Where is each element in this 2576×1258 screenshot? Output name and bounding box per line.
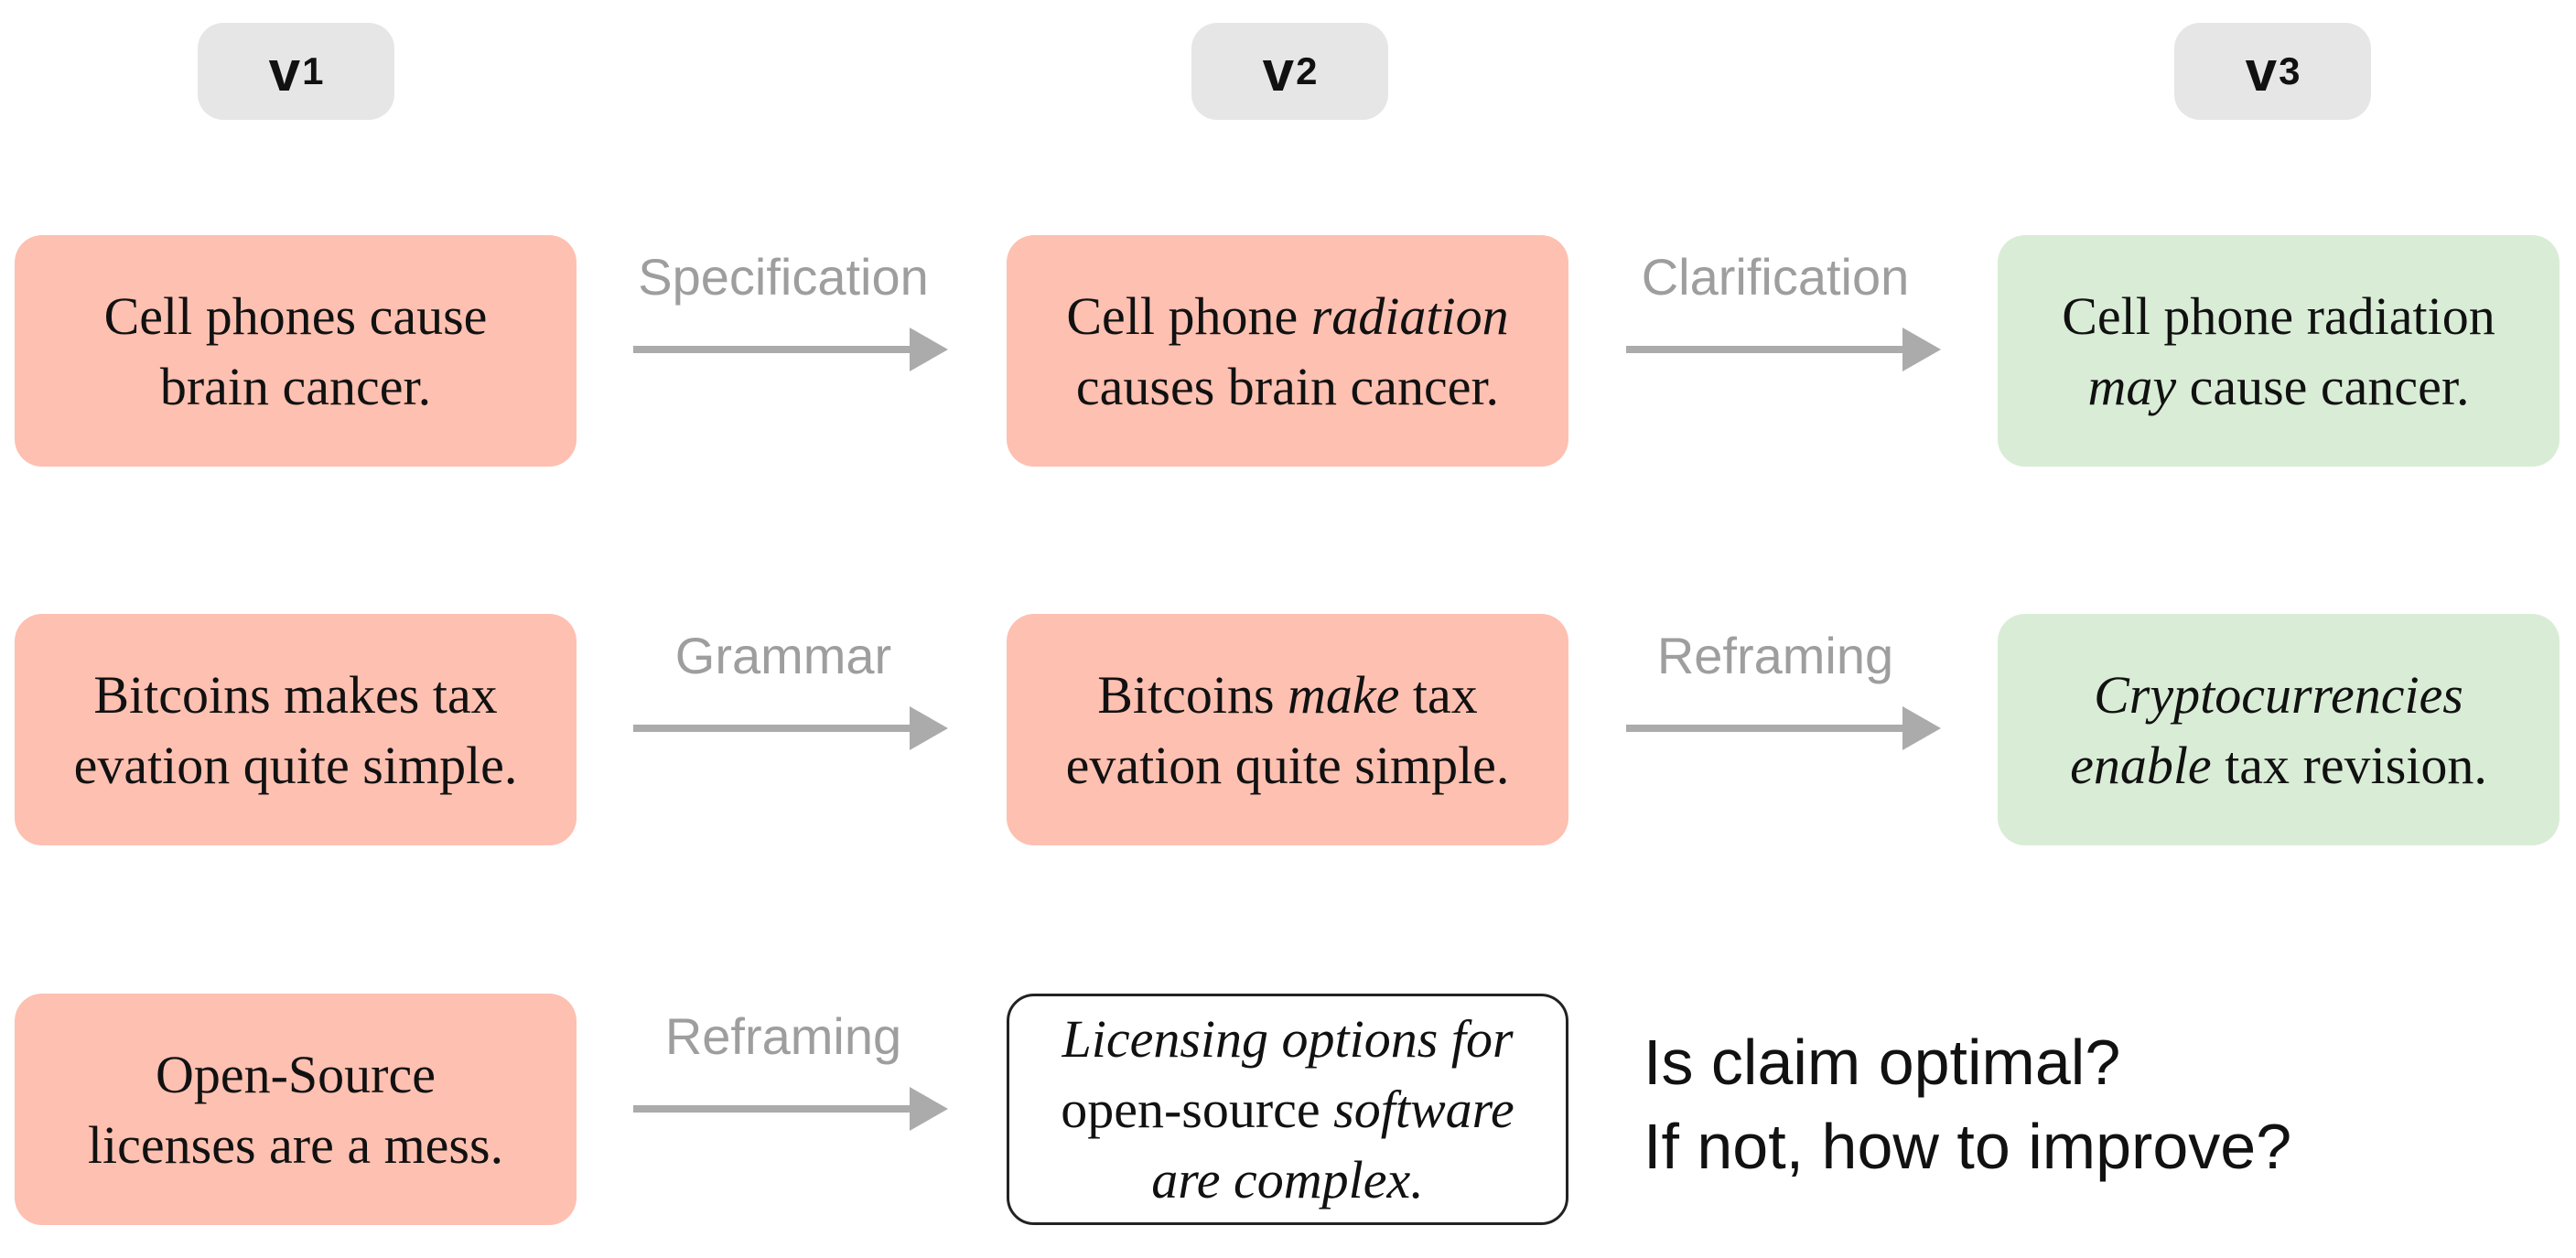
- claim-row1-v2: Cell phone radiation causes brain cancer.: [1007, 235, 1568, 467]
- claim-text: causes brain cancer.: [1075, 356, 1500, 416]
- claim-row3-v2: Licensing options for open-source softwar…: [1007, 994, 1568, 1225]
- header-v2-base: v: [1262, 39, 1295, 103]
- claim-text-emphasis: software: [1333, 1080, 1514, 1139]
- claim-text-emphasis: are complex.: [1151, 1150, 1424, 1210]
- claim-text-emphasis: make: [1288, 664, 1400, 725]
- header-v3-base: v: [2245, 39, 2278, 103]
- claim-row2-v1: Bitcoins makes tax evation quite simple.: [15, 614, 577, 845]
- claim-text: Cell phone: [1066, 285, 1311, 346]
- edit-label-row1-1: Specification: [638, 248, 929, 306]
- header-v1-base: v: [268, 39, 301, 103]
- header-v1-sub: 1: [302, 49, 324, 92]
- claim-text: evation quite simple.: [73, 735, 518, 795]
- claim-row3-v1: Open-Source licenses are a mess.: [15, 994, 577, 1225]
- claim-text: open-source: [1061, 1080, 1334, 1139]
- question-line: If not, how to improve?: [1644, 1111, 2292, 1182]
- claim-text-emphasis: radiation: [1310, 285, 1509, 346]
- edit-label-row3-1: Reframing: [664, 1007, 902, 1065]
- claim-text-emphasis: enable: [2070, 735, 2212, 795]
- claim-row1-v3: Cell phone radiation may cause cancer.: [1998, 235, 2560, 467]
- edit-label-row2-1: Grammar: [674, 627, 892, 684]
- arrow-right-icon: [1626, 322, 1941, 377]
- claim-text-emphasis: Cryptocurrencies: [2094, 664, 2463, 725]
- optimality-question: Is claim optimal? If not, how to improve…: [1644, 1020, 2291, 1188]
- claim-row1-v1: Cell phones cause brain cancer.: [15, 235, 577, 467]
- claim-text: Bitcoins: [1097, 664, 1288, 725]
- claim-text-emphasis: Licensing options for: [1062, 1009, 1514, 1069]
- claim-text: tax revision.: [2211, 735, 2487, 795]
- claim-text: Cell phone radiation: [2062, 285, 2495, 346]
- claim-text: Open-Source: [155, 1044, 436, 1104]
- header-v2-sub: 2: [1296, 49, 1318, 92]
- claim-text: licenses are a mess.: [87, 1114, 504, 1175]
- claim-text: Bitcoins makes tax: [93, 664, 498, 725]
- edit-label-row2-2: Reframing: [1656, 627, 1894, 684]
- arrow-right-icon: [633, 322, 948, 377]
- claim-row2-v2: Bitcoins make tax evation quite simple.: [1007, 614, 1568, 845]
- claim-text: Cell phones cause: [103, 285, 488, 346]
- arrow-right-icon: [633, 701, 948, 756]
- claim-row2-v3: Cryptocurrencies enable tax revision.: [1998, 614, 2560, 845]
- arrow-right-icon: [1626, 701, 1941, 756]
- claim-text: brain cancer.: [159, 356, 432, 416]
- arrow-right-icon: [633, 1081, 948, 1136]
- claim-text: evation quite simple.: [1065, 735, 1510, 795]
- question-line: Is claim optimal?: [1644, 1027, 2121, 1098]
- claim-text-emphasis: may: [2087, 356, 2177, 416]
- claim-text: tax: [1399, 664, 1478, 725]
- edit-label-row1-2: Clarification: [1641, 248, 1910, 306]
- header-v3-sub: 3: [2279, 49, 2301, 92]
- claim-text: cause cancer.: [2176, 356, 2470, 416]
